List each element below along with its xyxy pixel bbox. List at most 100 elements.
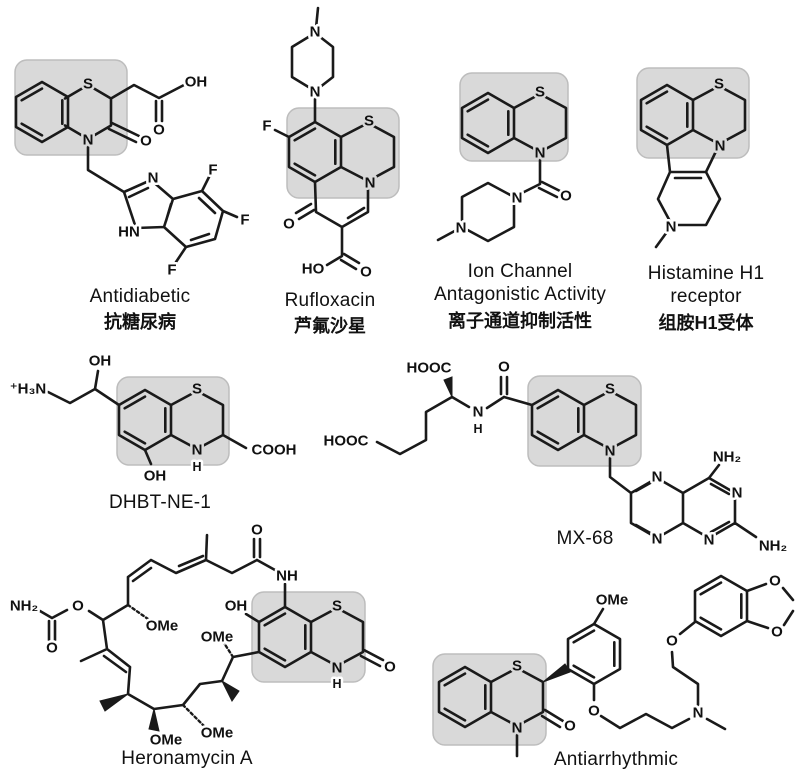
- atom-label-ome: OMe: [146, 618, 179, 635]
- structure-ion-channel: S N O N N: [436, 72, 575, 243]
- hashed-bonds: [126, 603, 235, 728]
- label-ion-channel-zh: 离子通道抑制活性: [448, 311, 592, 331]
- atom-label-nh: NH: [276, 568, 298, 585]
- atom-label-nh2: NH₂: [713, 449, 741, 466]
- wedge-bond: [443, 376, 453, 398]
- atom-label-ome: OMe: [201, 725, 234, 742]
- atom-label-o: O: [564, 718, 576, 735]
- atom-label-n: N: [732, 485, 743, 502]
- atom-label-oh: OH: [185, 74, 208, 91]
- atom-label-ome: OMe: [201, 629, 234, 646]
- wedge-methyl: [220, 679, 240, 702]
- label-antiarrhythmic: Antiarrhythmic: [553, 749, 679, 770]
- label-antidiabetic-zh: 抗糖尿病: [104, 312, 176, 332]
- label-histamine-line2: receptor: [670, 286, 742, 307]
- atom-label-o: O: [769, 573, 781, 590]
- atom-label-h: H: [473, 422, 482, 436]
- atom-label-n: N: [332, 660, 343, 677]
- atom-label-s: S: [512, 658, 522, 675]
- label-mx-68: MX-68: [556, 528, 614, 549]
- atom-label-n: N: [83, 132, 94, 149]
- atom-label-o: O: [360, 264, 372, 281]
- atom-label-n: N: [365, 175, 376, 192]
- benzothiazine-highlight: [116, 376, 230, 466]
- atom-label-n: N: [192, 442, 203, 459]
- atom-label-f: F: [240, 212, 249, 229]
- atom-label-o: O: [771, 624, 783, 641]
- atom-label-h: H: [332, 677, 341, 691]
- atom-label-o: O: [251, 522, 263, 539]
- atom-label-o: O: [283, 216, 295, 233]
- atom-label-h3n: ⁺H₃N: [10, 381, 47, 398]
- atom-label-ome: OMe: [150, 732, 183, 749]
- atom-label-n: N: [652, 531, 663, 548]
- atom-label-n: N: [456, 220, 467, 237]
- label-ion-channel-line1: Ion Channel: [467, 261, 573, 282]
- atom-label-o: O: [384, 659, 396, 676]
- atom-label-n: N: [605, 443, 616, 460]
- atom-label-s: S: [83, 76, 93, 93]
- label-rufloxacin-zh: 芦氟沙星: [294, 316, 366, 336]
- atom-label-n: N: [512, 720, 523, 737]
- label-histamine-zh: 组胺H1受体: [658, 313, 754, 333]
- atom-label-o: O: [140, 133, 152, 150]
- atom-label-hooc: HOOC: [324, 433, 369, 450]
- benzothiazine-highlight: [251, 591, 366, 683]
- atom-label-s: S: [364, 113, 374, 130]
- label-antidiabetic: Antidiabetic: [89, 286, 191, 307]
- atom-label-n: N: [310, 24, 321, 41]
- label-dhbt-ne-1: DHBT-NE-1: [108, 492, 212, 513]
- atom-label-o: O: [666, 633, 678, 650]
- benzothiazine-highlight: [286, 107, 400, 199]
- label-histamine-line1: Histamine H1: [647, 263, 765, 284]
- structure-heronamycin-a: NH₂ O O OMe OMe OMe OMe OH O NH S N H O: [7, 519, 398, 751]
- atom-label-nh2: NH₂: [10, 598, 38, 615]
- atom-label-o: O: [72, 598, 84, 615]
- structure-antidiabetic: S N O OH O N HN F F F: [14, 59, 252, 281]
- atom-label-o: O: [46, 640, 58, 657]
- structure-dhbt-ne-1: ⁺H₃N OH S N H OH COOH: [7, 350, 299, 487]
- atom-label-n: N: [652, 469, 663, 486]
- label-rufloxacin: Rufloxacin: [284, 290, 376, 311]
- atom-label-ho: HO: [302, 261, 325, 278]
- wedge-ome: [148, 708, 160, 732]
- atom-label-o: O: [498, 359, 510, 376]
- atom-label-o: O: [560, 188, 572, 205]
- atom-label-n: N: [704, 532, 715, 549]
- atom-label-s: S: [192, 381, 202, 398]
- atom-label-n: N: [693, 705, 704, 722]
- atom-label-oh: OH: [144, 468, 167, 485]
- atom-label-s: S: [605, 381, 615, 398]
- atom-label-f: F: [262, 118, 271, 135]
- atom-label-n: N: [512, 190, 523, 207]
- benzodioxole-ring: [693, 574, 749, 638]
- atom-label-n: N: [535, 145, 546, 162]
- atom-label-o: O: [153, 122, 165, 139]
- wedge-bond: [542, 663, 571, 683]
- atom-label-cooh: COOH: [252, 442, 297, 459]
- atom-label-s: S: [714, 76, 724, 93]
- atom-label-f: F: [208, 162, 217, 179]
- structure-mx-68: HOOC HOOC N H O S N N N N N NH₂ NH₂: [321, 356, 790, 557]
- atom-label-f: F: [167, 262, 176, 279]
- atom-label-oh: OH: [225, 598, 248, 615]
- benzothiazine-highlight: [432, 653, 547, 746]
- atom-label-oh: OH: [89, 353, 112, 370]
- atom-label-ome: OMe: [596, 592, 629, 609]
- atom-label-n: N: [148, 170, 159, 187]
- atom-label-s: S: [332, 598, 342, 615]
- structure-rufloxacin: N N F S N O HO O: [260, 6, 400, 283]
- atom-label-hooc: HOOC: [407, 360, 452, 377]
- atom-label-n: N: [666, 219, 677, 236]
- atom-label-h: H: [192, 460, 201, 474]
- structure-antiarrhythmic: S N O OMe O N O O O: [432, 570, 795, 758]
- atom-label-n: N: [473, 404, 484, 421]
- atom-label-hn: HN: [118, 224, 140, 241]
- label-heronamycin-a: Heronamycin A: [121, 748, 253, 769]
- atom-label-n: N: [310, 84, 321, 101]
- atom-label-s: S: [535, 84, 545, 101]
- label-ion-channel-line2: Antagonistic Activity: [433, 284, 607, 305]
- atom-label-o: O: [588, 703, 600, 720]
